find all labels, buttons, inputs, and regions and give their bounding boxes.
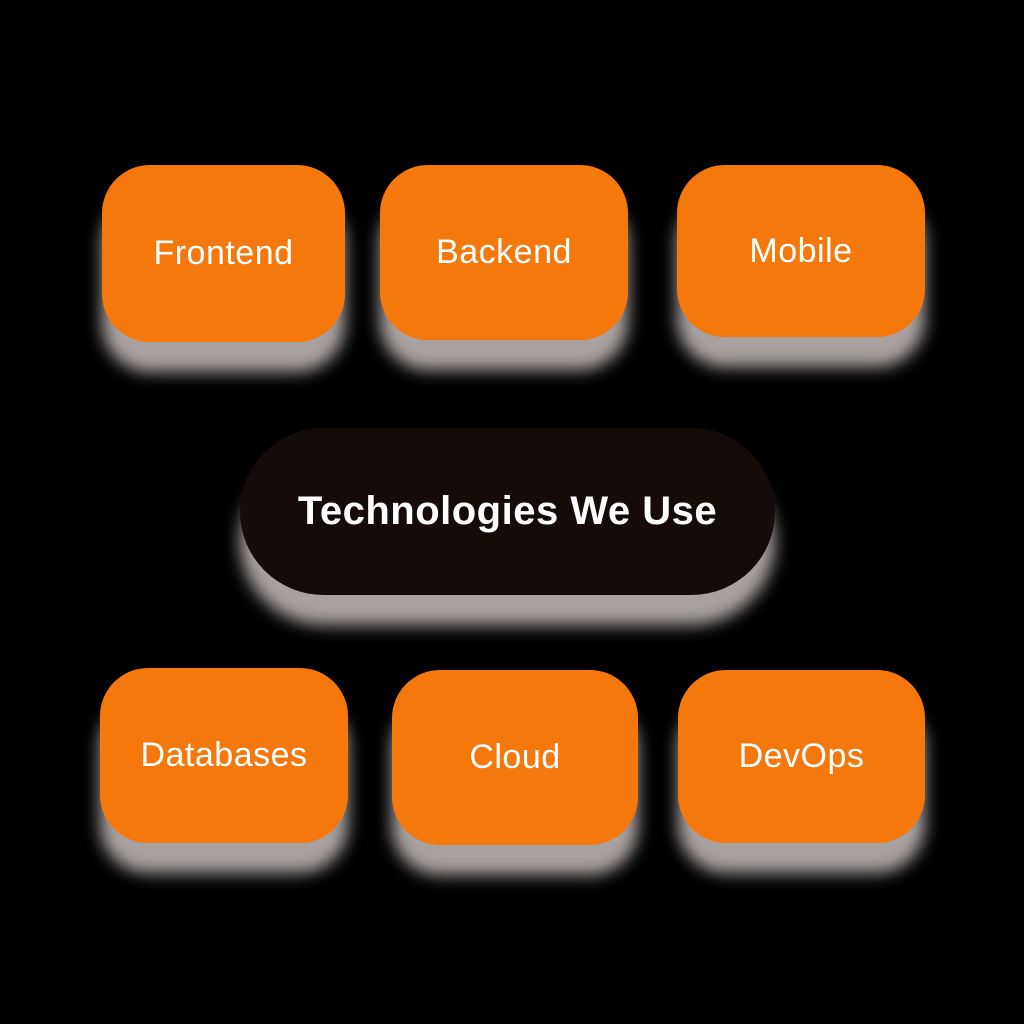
node-databases: Databases	[100, 668, 348, 843]
node-databases-label: Databases	[140, 736, 308, 774]
diagram-title-pill: Technologies We Use	[240, 428, 775, 595]
node-frontend-label: Frontend	[153, 234, 294, 272]
node-cloud-label: Cloud	[469, 738, 561, 776]
node-mobile: Mobile	[677, 165, 925, 337]
diagram-title: Technologies We Use	[297, 489, 718, 533]
node-frontend: Frontend	[102, 165, 345, 342]
node-backend: Backend	[380, 165, 628, 340]
node-backend-label: Backend	[436, 233, 572, 271]
node-mobile-label: Mobile	[749, 231, 853, 270]
node-devops-label: DevOps	[738, 737, 865, 775]
node-devops: DevOps	[678, 670, 925, 843]
node-cloud: Cloud	[392, 670, 638, 845]
